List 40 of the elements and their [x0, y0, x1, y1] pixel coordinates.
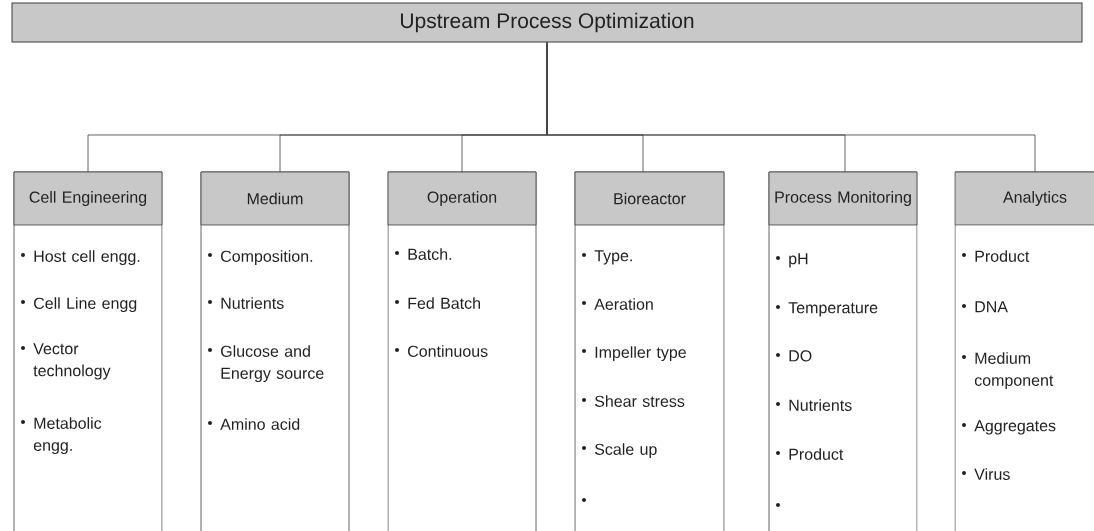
- bullet-item: Glucose and Energy source: [208, 345, 324, 383]
- bullet-item: Product: [962, 250, 1030, 262]
- bullet-item: Temperature: [776, 302, 878, 317]
- title-box: Upstream Process Optimization: [11, 2, 1083, 43]
- bullet-item: Host cell engg.: [21, 250, 140, 266]
- bullet-item: pH: [776, 253, 808, 268]
- column-heading: Process Monitoring: [768, 171, 918, 226]
- bullet-item: Impeller type: [582, 346, 686, 362]
- bullet-item: DNA: [962, 301, 1008, 313]
- bullet-item: Nutrients: [208, 297, 284, 309]
- bullet-item: Vector technology: [21, 343, 111, 380]
- bullet-item: Batch.: [395, 248, 452, 260]
- bullet-item: Scale up: [582, 443, 657, 459]
- bullet-item: Product: [776, 448, 844, 460]
- connector-line: [546, 42, 1036, 173]
- column-heading: Cell Engineering: [13, 171, 163, 226]
- column-box: [387, 171, 537, 531]
- bullet-item: Cell Line engg: [21, 297, 137, 313]
- bullet-item: DO: [776, 350, 812, 362]
- column-box: [13, 171, 163, 531]
- column-heading: Bioreactor: [574, 171, 725, 226]
- bullet-item: Metabolic engg.: [21, 417, 102, 455]
- bullet-item: Medium component: [962, 352, 1054, 390]
- column-box: [768, 171, 918, 531]
- bullet-item: Shear stress: [582, 395, 685, 407]
- bullet-item: Composition.: [208, 250, 313, 266]
- bullet-item: Virus: [962, 468, 1010, 480]
- column-heading: Analytics: [954, 171, 1094, 226]
- bullet-item: Nutrients: [776, 399, 852, 411]
- column-box: [954, 171, 1094, 531]
- column-heading: Operation: [387, 171, 537, 226]
- bullet-item: Amino acid: [208, 418, 300, 430]
- bullet-item: Fed Batch: [395, 297, 480, 309]
- column-box: [574, 171, 725, 531]
- bullet-item: Continuous: [395, 345, 488, 357]
- column-box: [200, 171, 350, 531]
- bullet-item: Type.: [582, 250, 632, 265]
- bullet-item: Aggregates: [962, 420, 1056, 435]
- column-heading: Medium: [200, 171, 350, 226]
- bullet-item: Aeration: [582, 298, 653, 310]
